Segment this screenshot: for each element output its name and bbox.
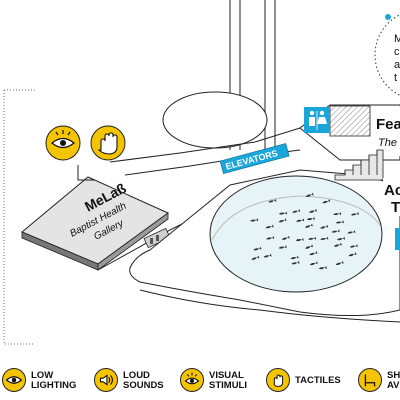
- callout-text-line1: M: [394, 33, 400, 45]
- fish-school: [250, 192, 359, 270]
- visual-stimuli-icon: [180, 368, 204, 392]
- aquarium-tank: [209, 175, 383, 293]
- feature-room-hatch: [329, 105, 371, 137]
- atrium-ellipse: [162, 91, 268, 149]
- fish-icon: [253, 246, 262, 251]
- melab-leader-line: [77, 165, 94, 181]
- fish-icon: [266, 235, 275, 240]
- legend-label: LOUD SOUNDS: [123, 370, 164, 391]
- fish-icon: [322, 199, 331, 204]
- fish-icon: [308, 208, 318, 213]
- fish-icon: [347, 230, 356, 234]
- fish-icon: [263, 253, 272, 258]
- legend: LOW LIGHTING LOUD SOUNDS VISUAL STIMULI …: [0, 360, 400, 400]
- legend-label: TACTILES: [295, 375, 341, 386]
- fish-icon: [336, 236, 346, 241]
- stairs-icon: [334, 149, 384, 181]
- fish-icon: [320, 236, 329, 241]
- fish-icon: [251, 255, 260, 260]
- callout-text-line2: c: [394, 46, 400, 58]
- fish-icon: [305, 244, 314, 249]
- legend-label: SH AV: [387, 370, 400, 391]
- fish-icon: [335, 220, 344, 224]
- fish-icon: [278, 245, 287, 249]
- feature-room-title: Fea: [376, 116, 400, 133]
- eye-icon: [45, 125, 81, 161]
- fish-icon: [265, 224, 274, 229]
- feature-room-label-bg: [371, 106, 400, 156]
- fish-icon: [309, 251, 318, 256]
- fish-icon: [290, 255, 299, 260]
- fish-icon: [291, 260, 300, 265]
- fish-icon: [349, 244, 358, 248]
- fish-icon: [296, 218, 305, 222]
- fish-icon: [278, 211, 287, 215]
- fish-icon: [307, 236, 317, 240]
- fish-icon: [306, 217, 315, 221]
- eye-icon: [2, 368, 26, 392]
- legend-label: LOW LIGHTING: [31, 370, 77, 391]
- fish-icon: [268, 198, 277, 203]
- fish-icon: [348, 252, 357, 257]
- fish-icon: [250, 218, 259, 222]
- fish-icon: [281, 235, 290, 240]
- fish-icon: [304, 223, 313, 228]
- auditorium-blue-tab: [395, 228, 400, 250]
- fish-icon: [350, 212, 359, 216]
- dotted-boundary-left: [3, 89, 35, 345]
- callout-circle: [374, 14, 400, 96]
- fish-icon: [292, 209, 301, 213]
- fish-icon: [309, 261, 318, 266]
- seating-icon: [358, 368, 382, 392]
- elevators-label: ELEVATORS: [224, 148, 278, 172]
- lower-floor-edge: [139, 289, 400, 323]
- hand-icon: [266, 368, 290, 392]
- fish-icon: [320, 224, 329, 229]
- callout-text-line4: t: [394, 72, 397, 84]
- speaker-icon: [94, 368, 118, 392]
- fish-icon: [333, 212, 342, 216]
- fish-icon: [333, 242, 342, 247]
- fish-icon: [278, 218, 287, 223]
- fish-icon: [295, 238, 304, 242]
- restroom-icon: [304, 107, 330, 133]
- fish-icon: [305, 192, 314, 197]
- callout-dot: [385, 14, 391, 20]
- feature-room-subtitle: The: [378, 137, 397, 149]
- auditorium-label-bg: [383, 178, 400, 216]
- fish-icon: [331, 229, 340, 233]
- hand-icon: [90, 125, 126, 161]
- auditorium-title-line2: T: [391, 199, 400, 216]
- aquarium-shadow: [211, 195, 381, 241]
- fish-icon: [318, 266, 327, 270]
- callout-text-line3: a: [394, 59, 400, 71]
- fish-icon: [335, 260, 344, 266]
- melab-gallery-side: [97, 212, 169, 271]
- legend-label: VISUAL STIMULI: [209, 370, 247, 391]
- auditorium-title-line1: Ac: [384, 182, 400, 199]
